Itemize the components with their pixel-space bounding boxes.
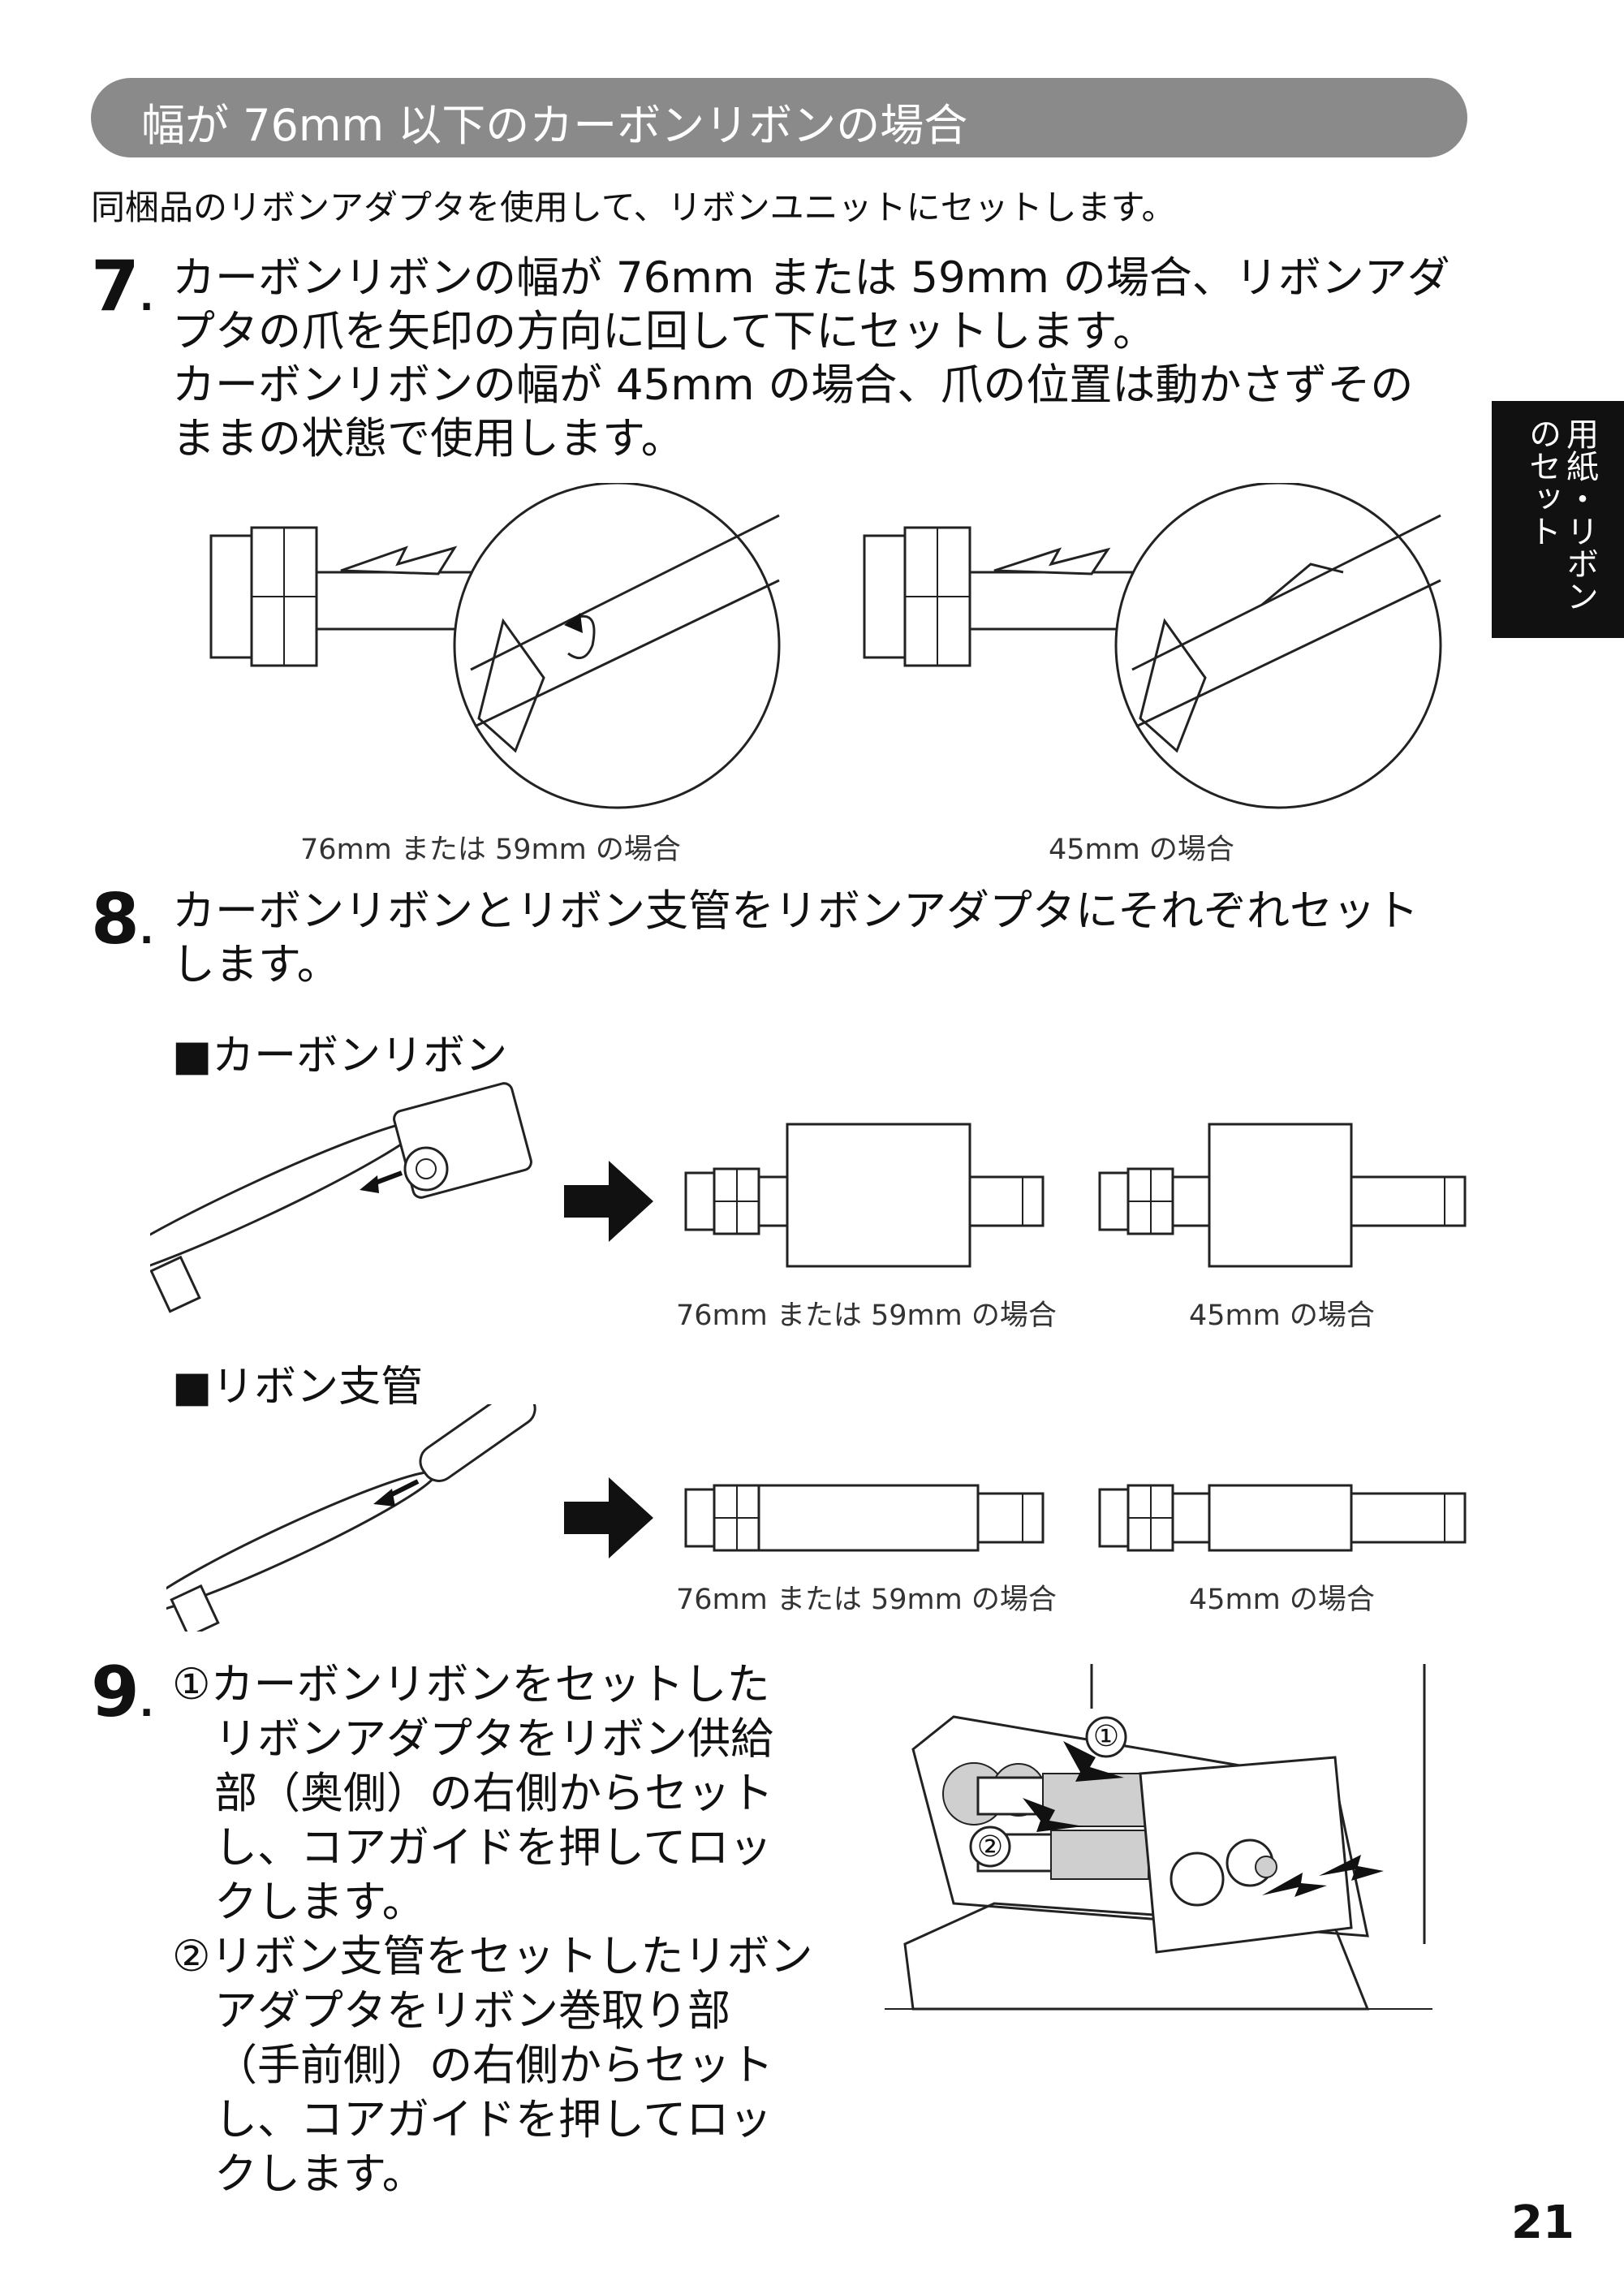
adapter-claw-unchanged-figure	[863, 483, 1442, 809]
arrow-right-icon	[564, 1477, 653, 1558]
chapter-tab-line1: 用紙・リボン	[1561, 417, 1598, 612]
ribbon-unit-install-figure: ① ②	[885, 1664, 1432, 2011]
subhead-ribbon-core: ■リボン支管	[172, 1363, 424, 1412]
ribbon-core-set-76-59-figure	[684, 1484, 1045, 1552]
step-8-number: 8.	[91, 879, 154, 960]
step-7-caption-76-59: 76mm または 59mm の場合	[300, 834, 681, 866]
callout-2: ②	[977, 1830, 1003, 1864]
ribbon-core-caption-45: 45mm の場合	[1189, 1584, 1375, 1616]
carbon-ribbon-set-76-59-figure	[684, 1123, 1045, 1268]
callout-1: ①	[1093, 1720, 1119, 1753]
chapter-index-tab: 用紙・リボン のセット	[1492, 401, 1624, 638]
ribbon-core-set-45-figure	[1098, 1484, 1467, 1552]
page-number: 21	[1511, 2196, 1574, 2249]
step-8-text: カーボンリボンとリボン支管をリボンアダプタにそれぞれセット します。	[172, 886, 1419, 989]
section-title: 幅が 76mm 以下のカーボンリボンの場合	[141, 100, 968, 151]
section-title-banner: 幅が 76mm 以下のカーボンリボンの場合	[91, 78, 1467, 157]
arrow-right-icon	[564, 1161, 653, 1242]
carbon-ribbon-caption-45: 45mm の場合	[1189, 1300, 1375, 1332]
carbon-ribbon-insert-figure	[150, 1082, 532, 1313]
adapter-claw-rotate-figure	[209, 483, 781, 809]
ribbon-core-insert-figure	[166, 1404, 536, 1632]
intro-text: 同梱品のリボンアダプタを使用して、リボンユニットにセットします。	[91, 188, 1176, 227]
carbon-ribbon-set-45-figure	[1098, 1123, 1467, 1268]
step-7-caption-45: 45mm の場合	[1049, 834, 1234, 866]
subhead-carbon-ribbon: ■カーボンリボン	[172, 1032, 508, 1080]
ribbon-core-caption-76-59: 76mm または 59mm の場合	[676, 1584, 1057, 1616]
carbon-ribbon-caption-76-59: 76mm または 59mm の場合	[676, 1300, 1057, 1332]
step-9-text: ①カーボンリボンをセットした リボンアダプタをリボン供給 部（奥側）の右側からセ…	[172, 1660, 813, 2199]
step-9-number: 9.	[91, 1652, 154, 1733]
chapter-tab-line2: のセット	[1523, 417, 1561, 547]
step-7-number: 7.	[91, 246, 154, 327]
step-7-text: カーボンリボンの幅が 76mm または 59mm の場合、リボンアダ プタの爪を…	[172, 253, 1450, 463]
